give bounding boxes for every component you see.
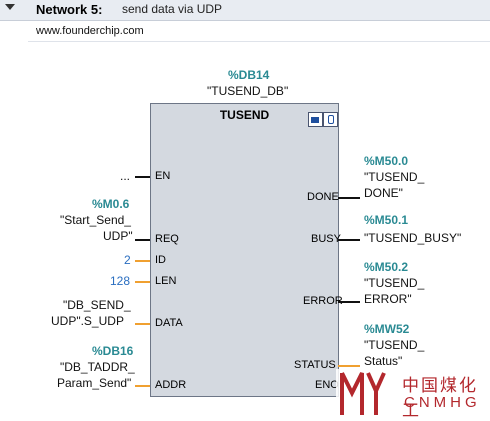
operand-data-line1[interactable]: "DB_SEND_ xyxy=(63,298,131,312)
network-header[interactable]: Network 5: send data via UDP xyxy=(0,0,490,21)
network-description[interactable]: send data via UDP xyxy=(122,2,223,16)
wire-addr xyxy=(135,385,150,387)
operand-req-line1[interactable]: "Start_Send_ xyxy=(60,213,131,227)
pin-en: EN xyxy=(155,170,171,182)
operand-id-value[interactable]: 2 xyxy=(124,253,131,267)
operand-status-address: %MW52 xyxy=(364,322,410,336)
pin-id: ID xyxy=(155,254,166,266)
operand-busy-address: %M50.1 xyxy=(364,213,409,227)
pin-done: DONE xyxy=(307,191,339,203)
pin-data: DATA xyxy=(155,317,183,329)
tusend-function-block[interactable]: TUSEND xyxy=(150,103,339,397)
operand-addr-line2[interactable]: Param_Send" xyxy=(57,376,132,390)
wire-id xyxy=(135,260,150,262)
wire-data xyxy=(135,323,150,325)
operand-status-line2[interactable]: Status" xyxy=(364,354,403,368)
operand-addr-line1[interactable]: "DB_TADDR_ xyxy=(60,360,135,374)
wire-busy xyxy=(338,239,360,241)
network-title: Network 5: xyxy=(36,2,103,17)
operand-req-line2[interactable]: UDP" xyxy=(103,229,133,243)
pin-addr: ADDR xyxy=(155,379,187,391)
operand-en[interactable]: ... xyxy=(120,169,131,183)
pin-busy: BUSY xyxy=(311,233,341,245)
wire-error xyxy=(338,301,360,303)
collapse-triangle-icon[interactable] xyxy=(5,4,15,10)
watermark-logo: 中国煤化工 CNMHG xyxy=(336,369,490,420)
wire-len xyxy=(135,281,150,283)
watermark-logo-mark xyxy=(340,372,386,415)
network-comment-text: www.founderchip.com xyxy=(36,25,144,37)
watermark-english-text: CNMHG xyxy=(404,394,481,411)
operand-addr-address: %DB16 xyxy=(92,344,134,358)
block-type-name: TUSEND xyxy=(219,108,270,122)
operand-error-line1[interactable]: "TUSEND_ xyxy=(364,276,425,290)
operand-done-line1[interactable]: "TUSEND_ xyxy=(364,170,425,184)
operand-error-line2[interactable]: ERROR" xyxy=(364,292,412,306)
wire-req xyxy=(135,239,150,241)
watermark-chinese-text: 中国煤化工 xyxy=(402,376,478,420)
instance-db-name[interactable]: "TUSEND_DB" xyxy=(207,84,289,98)
operand-done-line2[interactable]: DONE" xyxy=(364,186,403,200)
operand-error-address: %M50.2 xyxy=(364,260,409,274)
pin-error: ERROR xyxy=(303,295,343,307)
wire-en xyxy=(135,176,150,178)
operand-busy-line1[interactable]: "TUSEND_BUSY" xyxy=(364,231,462,245)
block-properties-icon[interactable] xyxy=(308,112,323,127)
network-comment-field[interactable]: www.founderchip.com xyxy=(28,21,490,42)
pin-len: LEN xyxy=(155,275,177,287)
operand-len-value[interactable]: 128 xyxy=(110,274,131,288)
stethoscope-icon[interactable] xyxy=(323,112,338,127)
wire-done xyxy=(338,197,360,199)
operand-req-address: %M0.6 xyxy=(92,197,130,211)
operand-data-line2[interactable]: UDP".S_UDP xyxy=(51,314,124,328)
pin-req: REQ xyxy=(155,233,179,245)
instance-db-address: %DB14 xyxy=(228,68,270,82)
wire-status xyxy=(338,365,360,367)
pin-status: STATUS xyxy=(294,359,336,371)
operand-done-address: %M50.0 xyxy=(364,154,409,168)
operand-status-line1[interactable]: "TUSEND_ xyxy=(364,338,425,352)
pin-eno: ENO xyxy=(315,379,339,391)
